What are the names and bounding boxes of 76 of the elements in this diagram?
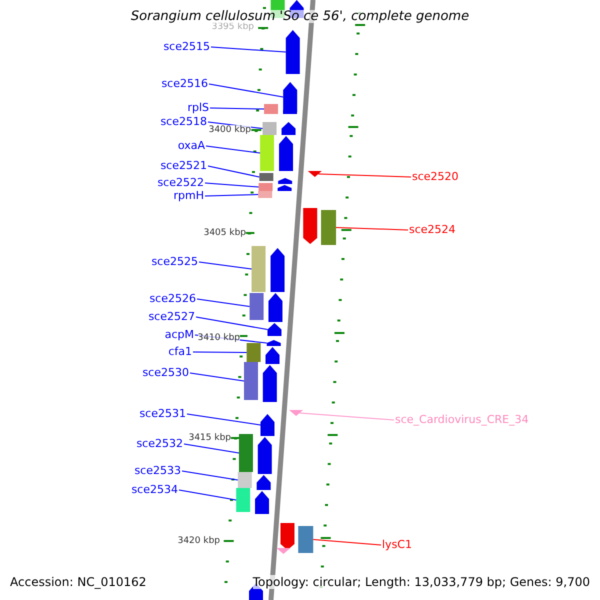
gene-feature: [280, 523, 294, 550]
leader-line: [208, 84, 284, 98]
scale-label: 3420 kbp: [178, 536, 220, 546]
gene-feature: [244, 362, 258, 400]
leader-line: [204, 182, 260, 188]
leader-line: [312, 539, 382, 546]
leader-line: [198, 262, 252, 270]
gene-feature: [270, 248, 285, 292]
gene-feature: [303, 208, 318, 244]
leader-line: [336, 227, 408, 230]
gene-label: sce2518: [160, 115, 207, 128]
gene-feature: [236, 488, 250, 512]
gene-label: sce2524: [409, 223, 456, 236]
scale-label: 3405 kbp: [204, 228, 246, 238]
gene-label: sce2526: [149, 292, 196, 305]
leader-line: [190, 372, 244, 382]
scale-label: 3400 kbp: [208, 124, 251, 136]
leader-line: [210, 46, 286, 52]
leader-line: [184, 444, 240, 454]
gene-feature: [308, 171, 322, 177]
leader-line: [318, 174, 412, 178]
gene-feature: [246, 343, 261, 362]
gene-feature: [258, 183, 273, 191]
gene-feature: [289, 410, 304, 416]
gene-label: sce2533: [134, 464, 181, 477]
gene-feature: [264, 104, 278, 114]
gene-feature: [252, 246, 266, 292]
gene-feature: [286, 30, 300, 74]
gene-label: sce2527: [148, 310, 195, 323]
gene-feature: [260, 414, 274, 436]
gene-feature: [256, 475, 271, 490]
leader-line: [299, 412, 394, 420]
gene-feature: [278, 185, 292, 191]
gene-label: sce2520: [412, 170, 459, 183]
gene-label: lysC1: [382, 538, 412, 551]
scale-label: 3415 kbp: [188, 432, 231, 444]
leader-line: [208, 166, 260, 178]
leader-line: [182, 470, 238, 480]
gene-label: sce2531: [139, 407, 186, 420]
gene-feature: [258, 191, 272, 198]
gene-label: sce_Cardiovirus_CRE_34: [395, 413, 529, 426]
gene-feature: [238, 434, 253, 472]
gene-feature: [260, 135, 274, 171]
gene-label: sce2532: [136, 437, 183, 450]
gene-feature: [259, 173, 274, 181]
gene-label: acpM: [164, 328, 194, 341]
gene-label: sce2522: [157, 176, 204, 189]
gene-feature: [276, 548, 290, 554]
gene-label: sce2515: [163, 40, 210, 53]
gene-feature: [238, 472, 252, 488]
leader-line: [186, 414, 261, 426]
leader-line: [196, 298, 250, 307]
info-text: Topology: circular; Length: 13,033,779 bp; Genes: 9,700: [252, 575, 590, 589]
gene-feature: [298, 526, 314, 553]
leader-line: [196, 316, 268, 330]
leader-line: [210, 108, 265, 110]
scale-label: 3410 kbp: [198, 332, 240, 344]
gene-feature: [255, 491, 270, 514]
gene-label: sce2521: [160, 159, 207, 172]
gene-label: sce2530: [142, 366, 189, 379]
gene-label: sce2525: [151, 255, 198, 268]
gene-feature: [278, 178, 292, 184]
leader-line: [204, 194, 259, 196]
leader-line: [192, 352, 248, 353]
gene-feature: [262, 122, 277, 135]
leader-line: [178, 490, 237, 500]
gene-label: sce2516: [161, 77, 208, 90]
info-text: Accession: NC_010162: [10, 575, 146, 589]
gene-label: cfa1: [168, 345, 192, 358]
gene-label: rplS: [187, 101, 209, 114]
leader-line: [206, 146, 261, 154]
gene-feature: [321, 210, 336, 245]
gene-feature: [250, 293, 264, 320]
gene-label: oxaA: [178, 139, 205, 152]
gene-label: rpmH: [174, 189, 204, 202]
gene-label: sce2534: [131, 483, 178, 496]
